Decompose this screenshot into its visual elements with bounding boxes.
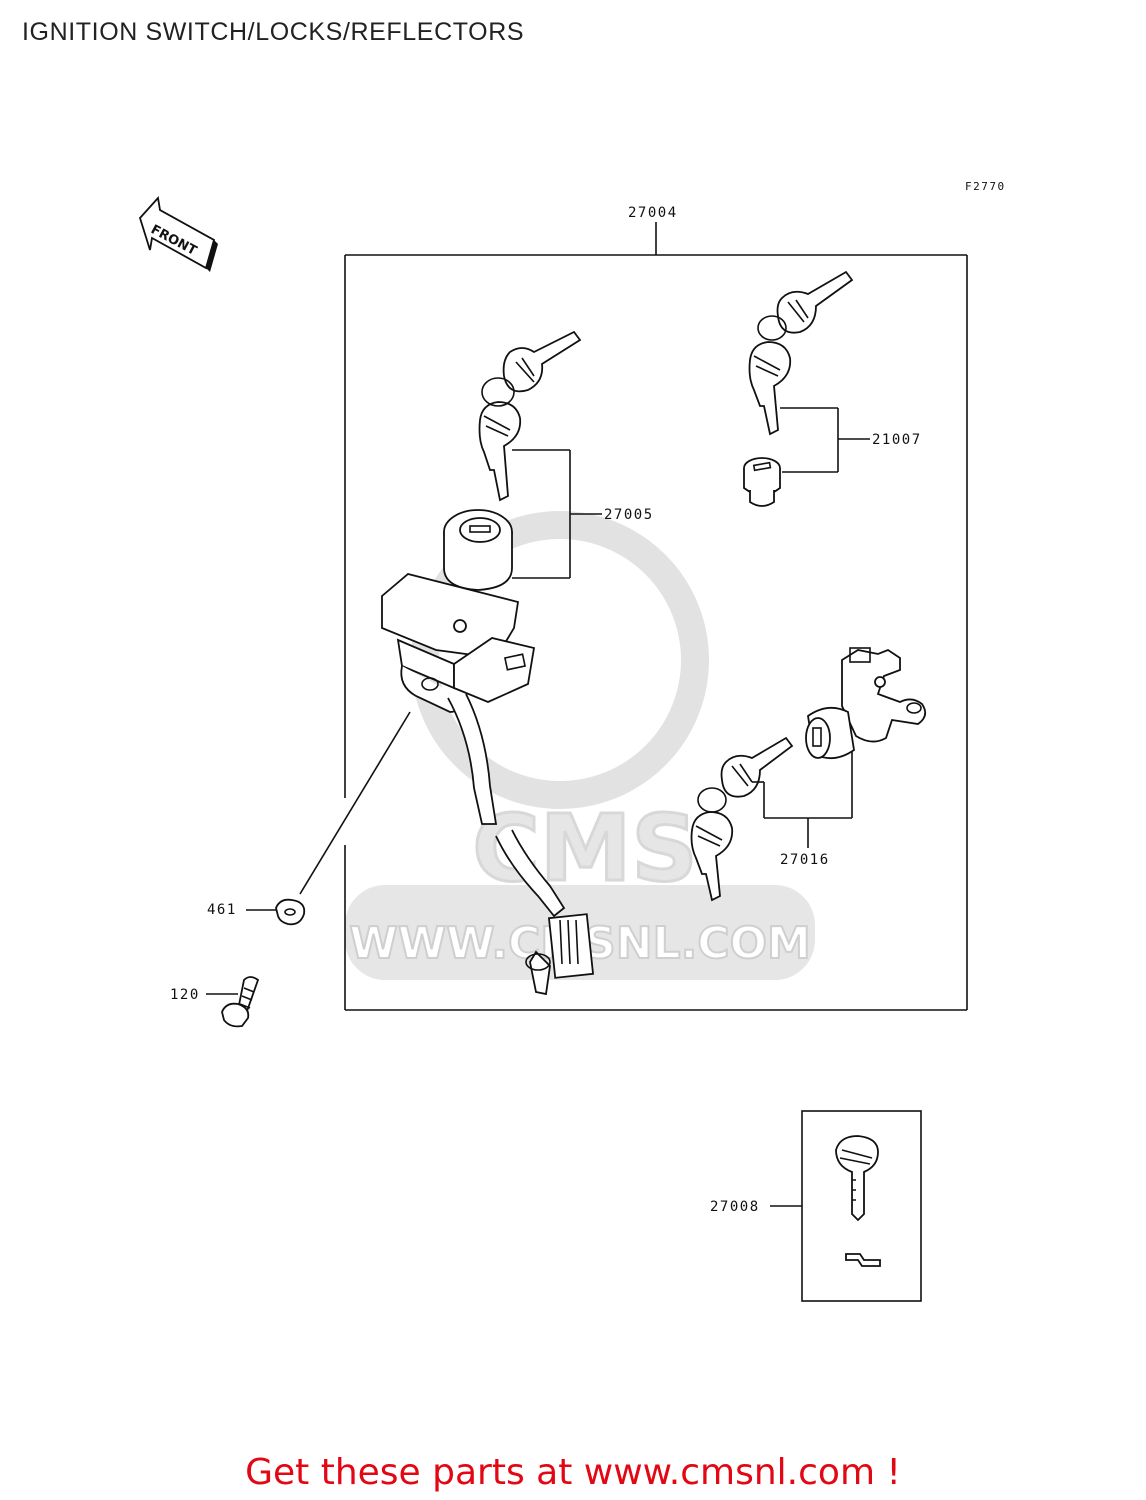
screw-120-icon: [206, 976, 260, 1028]
parts-diagram: CMS WWW.CMSNL.COM F2770 FRONT 27004: [138, 180, 1006, 1302]
helmet-lock-27016-icon: [805, 647, 927, 760]
ignition-switch-icon: [381, 509, 595, 996]
part-label-21007: 21007: [872, 432, 922, 448]
front-arrow-icon: FRONT: [138, 196, 218, 272]
key-pair-27005-icon: [478, 330, 582, 502]
leader-27005: [512, 449, 602, 579]
part-label-27004: 27004: [628, 205, 678, 221]
part-label-27005: 27005: [604, 507, 654, 523]
blank-key-box: [770, 1110, 922, 1302]
leader-21007: [780, 407, 870, 473]
leader-27016: [752, 752, 853, 848]
part-label-120: 120: [170, 987, 200, 1003]
key-pair-27016-icon: [690, 736, 794, 902]
footer-link[interactable]: Get these parts at www.cmsnl.com !: [245, 1452, 901, 1493]
assembly-frame: [344, 222, 968, 1011]
lock-cylinder-21007-icon: [743, 457, 781, 507]
part-label-461: 461: [207, 902, 237, 918]
page-title: IGNITION SWITCH/LOCKS/REFLECTORS: [22, 18, 525, 46]
figure-code: F2770: [965, 180, 1006, 193]
key-pair-21007-icon: [748, 270, 854, 436]
washer-461-icon: [246, 711, 411, 926]
part-label-27016: 27016: [780, 852, 830, 868]
part-label-27008: 27008: [710, 1199, 760, 1215]
